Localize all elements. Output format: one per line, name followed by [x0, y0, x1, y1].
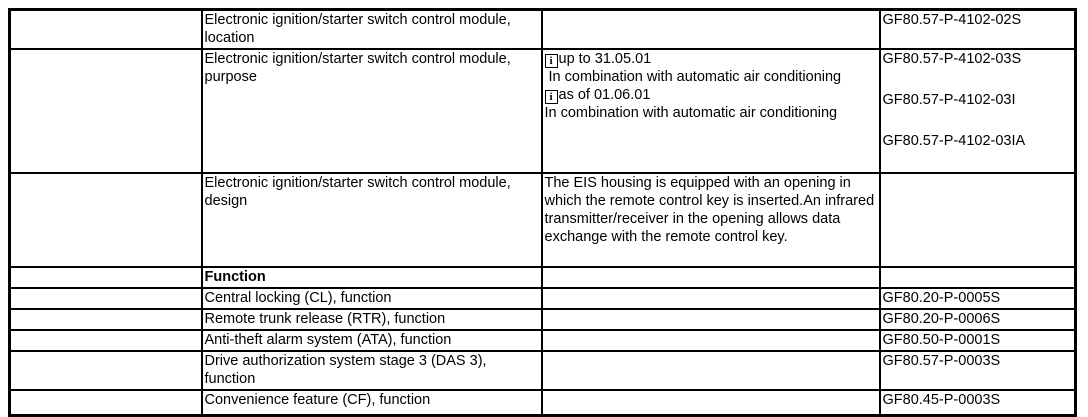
table-row-purpose: Electronic ignition/starter switch contr…: [8, 48, 1077, 174]
note-cell: [540, 308, 881, 331]
note-text: In combination with automatic air condit…: [544, 69, 842, 85]
topic-label: Central locking (CL), function: [200, 287, 543, 310]
note-cell: [540, 287, 881, 310]
topic-label: Remote trunk release (RTR), function: [200, 308, 543, 331]
table-row-location: Electronic ignition/starter switch contr…: [8, 8, 1077, 50]
info-icon: i: [544, 54, 558, 68]
empty-cell: [8, 172, 203, 268]
document-code-cell: [878, 172, 1077, 268]
document-code: GF80.50-P-0001S: [878, 329, 1077, 352]
topic-label: Electronic ignition/starter switch contr…: [200, 8, 543, 50]
empty-cell: [8, 266, 203, 289]
module-function-table: Electronic ignition/starter switch contr…: [8, 8, 1077, 417]
topic-label: Drive authorization system stage 3 (DAS …: [200, 350, 543, 391]
table-row-remote-trunk-release: Remote trunk release (RTR), function GF8…: [8, 308, 1077, 331]
table-row-anti-theft-alarm: Anti-theft alarm system (ATA), function …: [8, 329, 1077, 352]
note-cell: [540, 266, 881, 289]
document-code: GF80.57-P-4102-03I: [882, 92, 1016, 108]
document-code: GF80.57-P-4102-03IA: [882, 133, 1026, 149]
empty-cell: [8, 389, 203, 416]
document-code: GF80.20-P-0006S: [878, 308, 1077, 331]
note-cell: [540, 329, 881, 352]
empty-cell: [8, 287, 203, 310]
table-row-convenience-feature: Convenience feature (CF), function GF80.…: [8, 389, 1077, 416]
note-cell: [540, 350, 881, 391]
note-cell: [540, 8, 881, 50]
empty-cell: [8, 329, 203, 352]
document-code-cell: [878, 266, 1077, 289]
topic-label: Electronic ignition/starter switch contr…: [200, 172, 543, 268]
document-code: GF80.57-P-4102-03S: [882, 51, 1022, 67]
note-text: as of 01.06.01: [558, 87, 651, 103]
table-row-central-locking: Central locking (CL), function GF80.20-P…: [8, 287, 1077, 310]
table-row-design: Electronic ignition/starter switch contr…: [8, 172, 1077, 268]
section-header: Function: [200, 266, 543, 289]
topic-label: Anti-theft alarm system (ATA), function: [200, 329, 543, 352]
document-code: GF80.45-P-0003S: [878, 389, 1077, 416]
empty-cell: [8, 48, 203, 174]
topic-label: Convenience feature (CF), function: [200, 389, 543, 416]
topic-label: Electronic ignition/starter switch contr…: [200, 48, 543, 174]
note-text: In combination with automatic air condit…: [544, 105, 838, 121]
document-code: GF80.57-P-0003S: [878, 350, 1077, 391]
document-code-cell: GF80.57-P-4102-03S GF80.57-P-4102-03I GF…: [878, 48, 1077, 174]
document-code: GF80.20-P-0005S: [878, 287, 1077, 310]
empty-cell: [8, 350, 203, 391]
empty-cell: [8, 8, 203, 50]
empty-cell: [8, 308, 203, 331]
table-row-function-header: Function: [8, 266, 1077, 289]
note-cell: [540, 389, 881, 416]
document-code: GF80.57-P-4102-02S: [878, 8, 1077, 50]
table-row-drive-authorization: Drive authorization system stage 3 (DAS …: [8, 350, 1077, 391]
note-text: up to 31.05.01: [558, 51, 652, 67]
info-icon: i: [544, 90, 558, 104]
description-text: The EIS housing is equipped with an open…: [540, 172, 881, 268]
